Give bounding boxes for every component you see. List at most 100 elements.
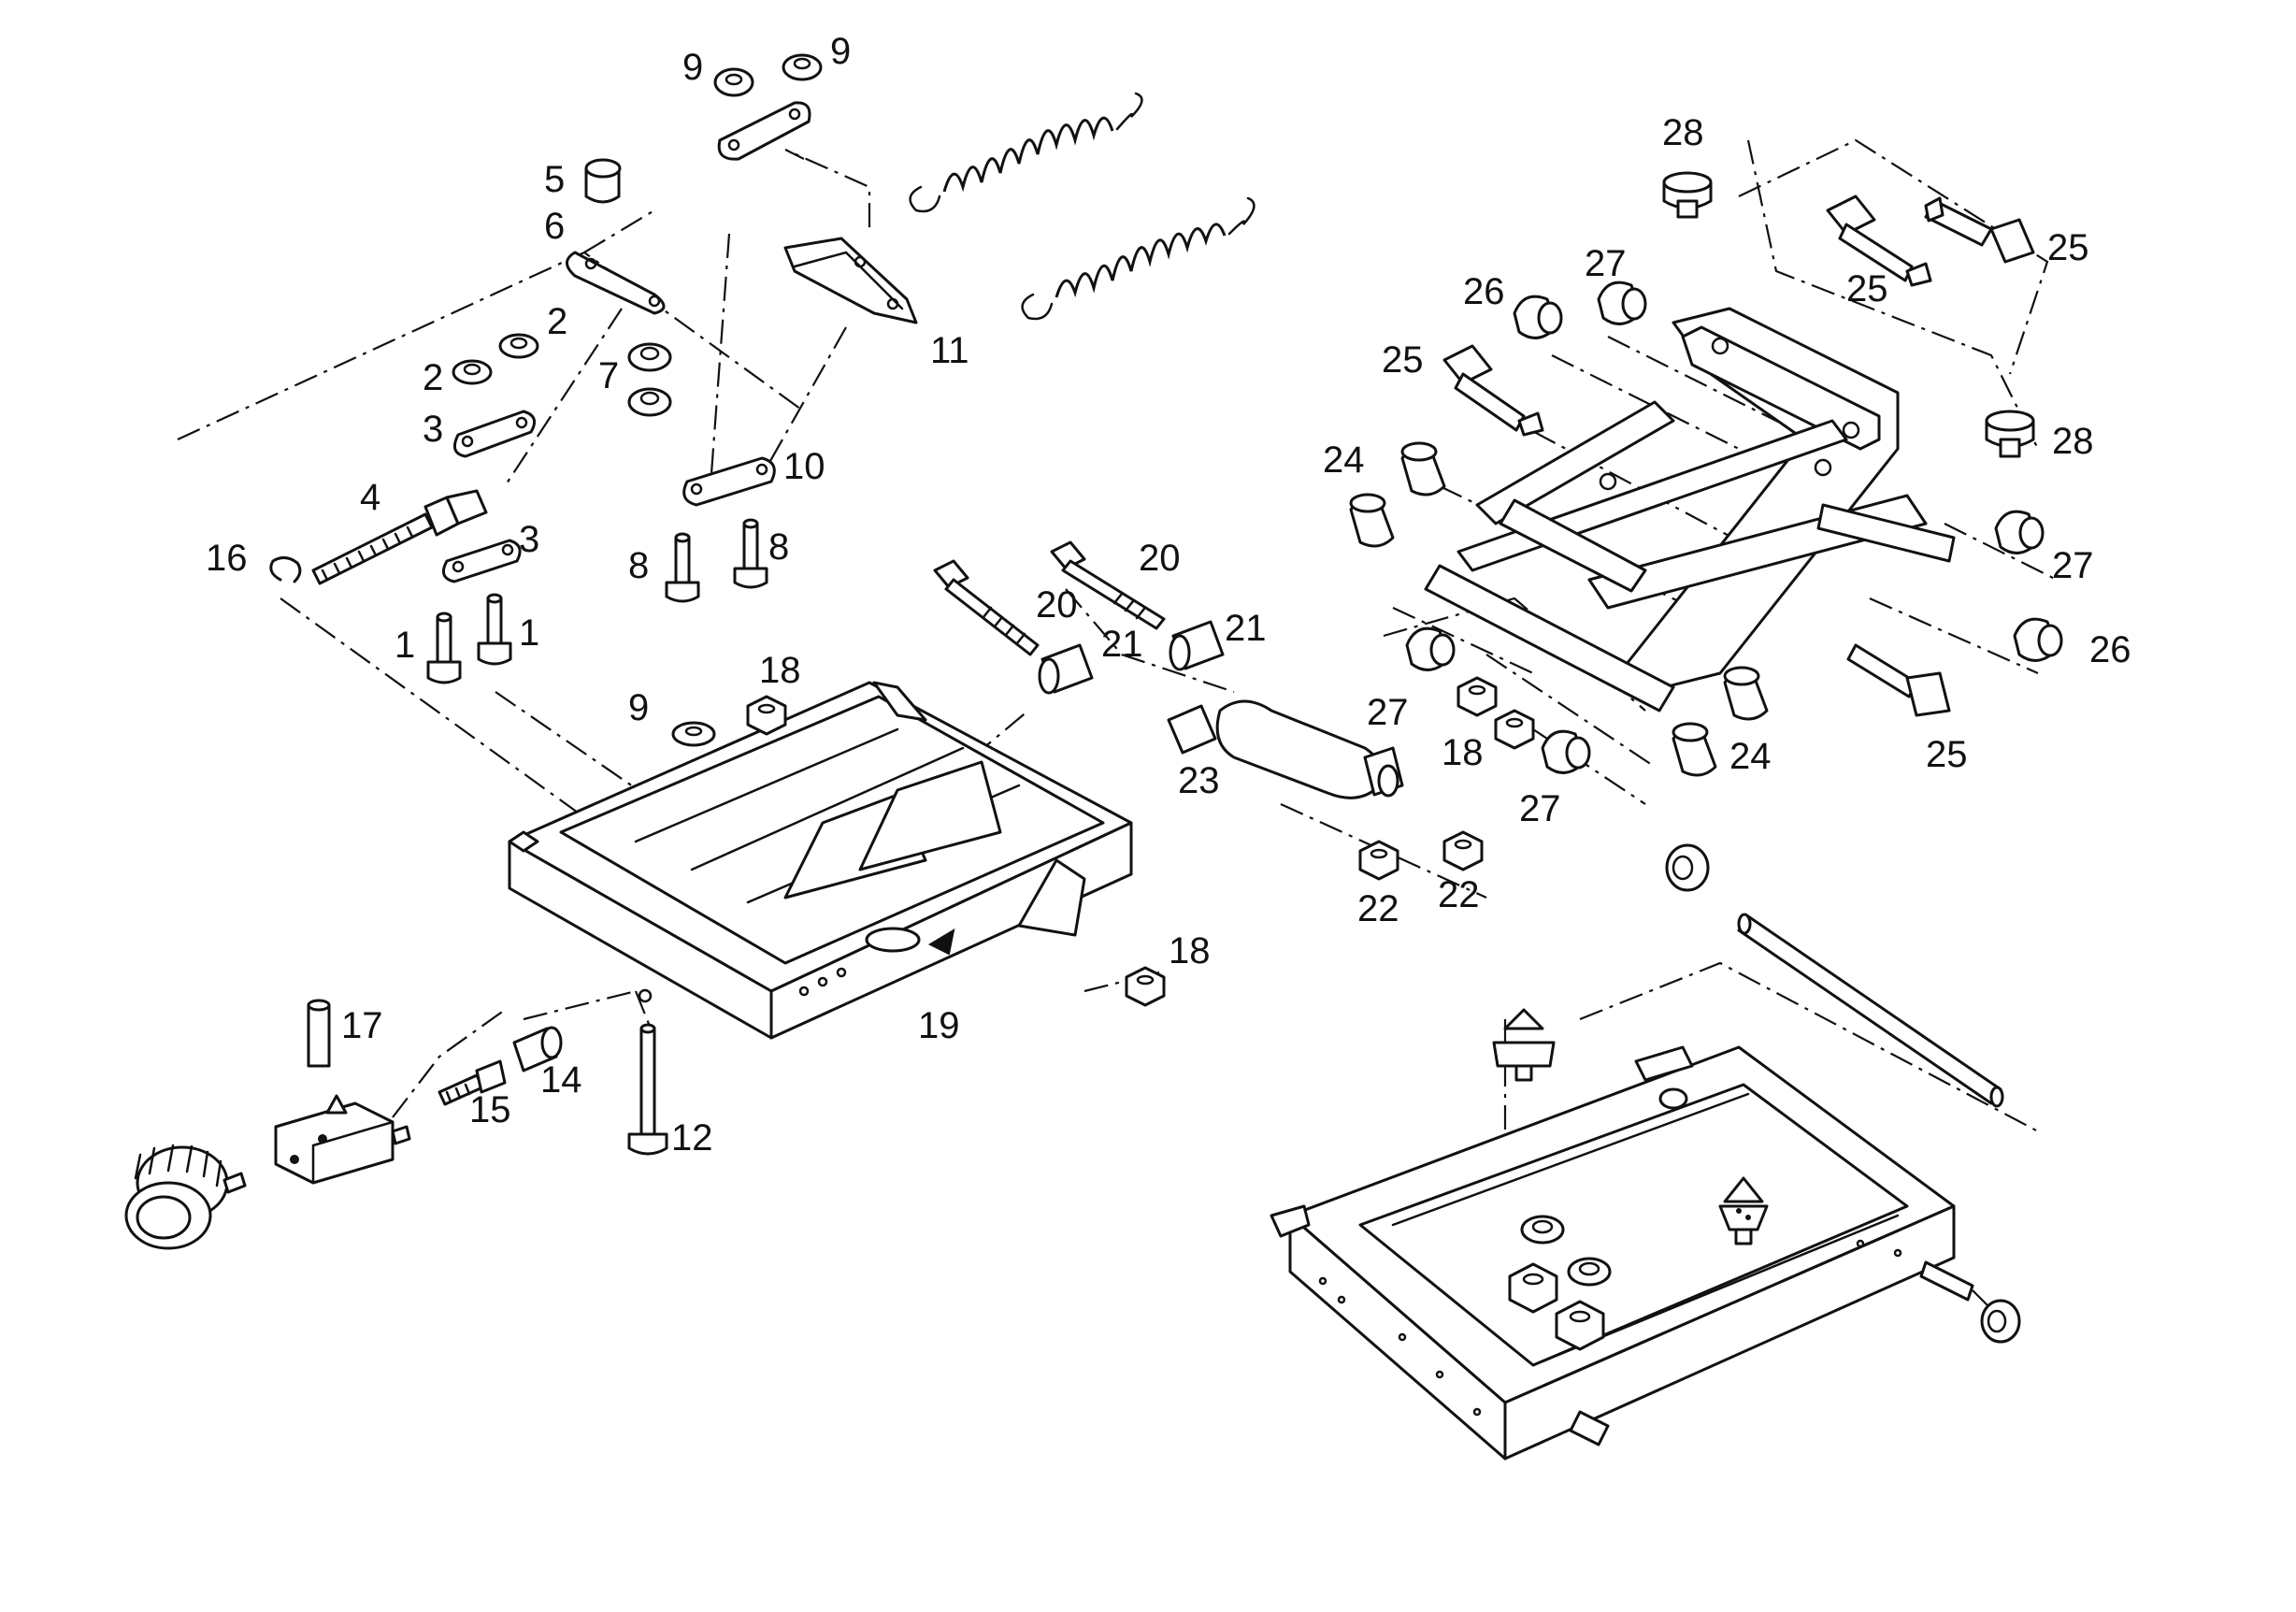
callout-6: 6 bbox=[544, 206, 565, 247]
bolt-part-25-bottom bbox=[1846, 643, 1951, 717]
adjuster-screw-part-4 bbox=[311, 489, 488, 585]
sleeve-part-24-right-a bbox=[1723, 666, 1769, 721]
stud-part-15 bbox=[438, 1059, 507, 1106]
bolt-part-25-top-left bbox=[1826, 194, 1932, 287]
washer-part-2-upper bbox=[498, 333, 539, 359]
circlip-part-16 bbox=[269, 556, 302, 583]
washer-part-2-lower bbox=[452, 359, 493, 385]
callout-25: 25 bbox=[1926, 734, 1968, 775]
callout-24: 24 bbox=[1729, 736, 1772, 777]
circlip-base bbox=[1980, 1299, 2021, 1344]
callout-21: 21 bbox=[1101, 624, 1143, 665]
washer-base-right bbox=[1567, 1257, 1612, 1287]
callout-4: 4 bbox=[360, 477, 380, 518]
callout-10: 10 bbox=[783, 446, 825, 487]
nut-part-22-left bbox=[1358, 840, 1399, 881]
cap-part-26-bottom bbox=[2013, 617, 2063, 662]
callout-25: 25 bbox=[2047, 227, 2089, 268]
callout-26: 26 bbox=[1463, 271, 1505, 312]
callout-27: 27 bbox=[2052, 545, 2094, 586]
bushing-part-27-lower-right bbox=[1541, 729, 1591, 774]
callout-23: 23 bbox=[1178, 760, 1220, 801]
bumper-part-28-top bbox=[1662, 171, 1713, 219]
knob-housing bbox=[274, 1094, 411, 1185]
nut-part-18-right bbox=[1125, 966, 1166, 1007]
callout-9: 9 bbox=[628, 687, 649, 728]
cone-stud-left bbox=[1492, 1008, 1556, 1082]
bushing-part-5 bbox=[584, 158, 622, 204]
callout-8: 8 bbox=[628, 545, 649, 586]
nut-base-right bbox=[1555, 1300, 1605, 1351]
nut-part-18-lower-b bbox=[1494, 709, 1535, 750]
bolt-part-8-right bbox=[733, 518, 768, 589]
callout-2: 2 bbox=[547, 301, 567, 342]
pin-part-17 bbox=[307, 999, 331, 1068]
callout-27: 27 bbox=[1519, 788, 1561, 829]
callout-27: 27 bbox=[1585, 243, 1627, 284]
callout-28: 28 bbox=[2052, 421, 2094, 462]
bushing-part-27-lower-left bbox=[1405, 626, 1456, 671]
callout-14: 14 bbox=[540, 1059, 582, 1101]
bolt-part-20-left bbox=[933, 559, 1040, 656]
sleeve-part-24-left-a bbox=[1400, 441, 1446, 497]
callout-8: 8 bbox=[768, 526, 789, 568]
bushing-part-21-left bbox=[1038, 643, 1094, 695]
nut-part-18-lower-a bbox=[1457, 676, 1498, 717]
bolt-part-8-left bbox=[665, 532, 700, 603]
damper-part-23 bbox=[1167, 699, 1404, 799]
spacer-part-14 bbox=[512, 1026, 563, 1072]
washer-part-7-upper bbox=[627, 342, 672, 372]
nut-base-left bbox=[1508, 1262, 1558, 1314]
callout-11: 11 bbox=[930, 330, 969, 371]
lower-carriage-frame-part-19 bbox=[508, 681, 1133, 1040]
nut-part-22-right bbox=[1442, 830, 1484, 871]
callout-15: 15 bbox=[469, 1089, 511, 1130]
bolt-part-1-left bbox=[426, 612, 462, 684]
bolt-part-12 bbox=[627, 1023, 668, 1156]
callout-3: 3 bbox=[519, 519, 539, 560]
tension-spring-upper bbox=[909, 92, 1143, 213]
adjuster-knob bbox=[124, 1144, 247, 1250]
callout-7: 7 bbox=[598, 355, 619, 396]
callout-labels: 9 9 5 6 2 2 7 3 4 3 16 1 1 10 11 8 8 18 … bbox=[206, 31, 2131, 1159]
cap-part-26-top bbox=[1513, 295, 1563, 339]
cross-rod bbox=[1737, 913, 2004, 1108]
sleeve-part-24-right-b bbox=[1672, 722, 1717, 777]
callout-26: 26 bbox=[2089, 629, 2131, 670]
callout-27: 27 bbox=[1367, 692, 1409, 733]
callout-1: 1 bbox=[519, 612, 539, 654]
callout-25: 25 bbox=[1846, 268, 1888, 309]
callout-16: 16 bbox=[206, 538, 248, 579]
callout-2: 2 bbox=[423, 357, 443, 398]
spacer-washer-rod-end bbox=[1665, 843, 1710, 892]
callout-5: 5 bbox=[544, 159, 565, 200]
scissor-upper-frame bbox=[1424, 307, 1956, 712]
callout-24: 24 bbox=[1323, 439, 1365, 481]
callout-21: 21 bbox=[1225, 608, 1267, 649]
callout-1: 1 bbox=[395, 625, 415, 666]
link-plate-top bbox=[717, 101, 811, 161]
bolt-part-20-right bbox=[1050, 540, 1166, 630]
callout-22: 22 bbox=[1357, 888, 1399, 929]
bolt-part-25-left bbox=[1442, 344, 1544, 437]
callout-17: 17 bbox=[341, 1005, 383, 1046]
washer-base-left bbox=[1520, 1215, 1565, 1245]
bumper-part-28-right bbox=[1985, 410, 2035, 458]
bolt-part-25-top-right bbox=[1924, 196, 2035, 264]
callout-19: 19 bbox=[918, 1005, 960, 1046]
callout-9: 9 bbox=[682, 47, 703, 88]
nut-part-18-top bbox=[746, 695, 787, 736]
washer-part-9-center bbox=[671, 721, 716, 747]
callout-18: 18 bbox=[1442, 732, 1484, 773]
callout-9: 9 bbox=[830, 31, 851, 72]
link-plate-part-3-lower bbox=[441, 539, 522, 583]
callout-20: 20 bbox=[1036, 584, 1078, 626]
callout-18: 18 bbox=[759, 650, 801, 691]
link-plate-part-3-upper bbox=[452, 410, 537, 458]
callout-22: 22 bbox=[1438, 874, 1480, 915]
cone-stud-right bbox=[1718, 1176, 1769, 1245]
washer-part-9-left bbox=[713, 67, 754, 97]
callout-25: 25 bbox=[1382, 339, 1424, 381]
sleeve-part-24-left-b bbox=[1349, 493, 1395, 548]
